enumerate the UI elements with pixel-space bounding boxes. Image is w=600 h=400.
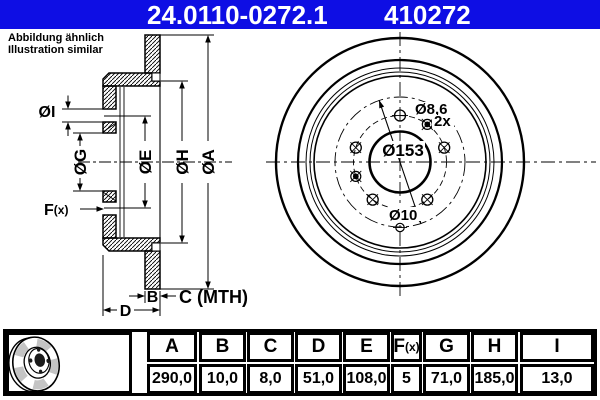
table-header-7: H — [471, 332, 518, 362]
table-value-3: 51,0 — [295, 364, 342, 394]
table-header-1: B — [199, 332, 246, 362]
dim-dia-e — [104, 115, 151, 209]
table-value-4: 108,0 — [343, 364, 390, 394]
wear-groove-top — [151, 72, 161, 82]
table-value-2: 8,0 — [247, 364, 294, 394]
table-value-0: 290,0 — [147, 364, 197, 394]
table-header-label: D — [311, 336, 326, 357]
table-value-6: 71,0 — [423, 364, 470, 394]
wear-groove-bottom — [151, 242, 161, 252]
small-hole — [393, 222, 407, 233]
table-header-8: I — [520, 332, 594, 362]
note-line-en: Illustration similar — [8, 44, 103, 56]
table-header-label: C — [263, 336, 278, 357]
bolt-holes — [349, 109, 451, 206]
table-header-label: A — [165, 336, 179, 357]
note-line-de: Abbildung ähnlich — [8, 32, 104, 44]
label-dia-g: ØG — [71, 149, 90, 175]
dim-d — [102, 255, 161, 316]
part-number: 24.0110-0272.1 — [147, 0, 328, 30]
label-fx: F(x) — [44, 202, 68, 219]
table-value-1: 10,0 — [199, 364, 246, 394]
table-header-label-sub: (x) — [404, 340, 420, 354]
table-header-label: F — [393, 336, 405, 357]
table-header-2: C — [247, 332, 294, 362]
header-bar: 24.0110-0272.1 410272 — [0, 0, 600, 30]
dim-dia-i — [62, 95, 103, 136]
table-header-0: A — [147, 332, 197, 362]
label-c-mth: C (MTH) — [179, 287, 248, 307]
dim-dia-a — [160, 34, 214, 290]
table-header-5: F(x) — [391, 332, 422, 362]
outer-diameter-circle — [274, 36, 526, 288]
label-pin-hole-dia: Ø8,6 — [415, 101, 448, 118]
table-header-label: E — [360, 336, 373, 357]
table-header-label: B — [215, 336, 230, 357]
table-value-5: 5 — [391, 364, 422, 394]
center-bore-circle — [368, 130, 432, 194]
section-view: ØI ØG F(x) ØE — [39, 34, 248, 320]
table-header-label: G — [439, 336, 454, 357]
label-dia-e: ØE — [136, 150, 155, 175]
dim-dia-g — [73, 132, 103, 192]
hat-edge-circle — [313, 75, 487, 249]
table-header-6: G — [423, 332, 470, 362]
table-header-label: H — [487, 336, 502, 357]
table-value-8: 13,0 — [520, 364, 594, 394]
label-small-hole-dia: Ø10 — [389, 207, 417, 224]
label-pin-hole-count: 2x — [434, 113, 451, 130]
label-dia-a: ØA — [199, 149, 218, 175]
similarity-note: Abbildung ähnlich Illustration similar — [8, 32, 104, 56]
dim-b — [129, 291, 176, 303]
label-dia-h: ØH — [173, 149, 192, 175]
pin-holes — [349, 118, 434, 183]
table-header-label: I — [554, 336, 560, 357]
dia-153-circle — [334, 96, 466, 228]
label-b: B — [147, 289, 159, 306]
friction-edge-circle — [296, 58, 504, 266]
label-pitch-dia: Ø153 — [382, 141, 424, 160]
table-value-7: 185,0 — [471, 364, 518, 394]
dim-dia-h — [161, 80, 188, 244]
label-dia-i: ØI — [39, 104, 56, 121]
technical-drawing: ØI ØG F(x) ØE — [39, 32, 596, 320]
table-header-4: E — [343, 332, 390, 362]
table-header-3: D — [295, 332, 342, 362]
label-d: D — [120, 303, 132, 320]
reference-number: 410272 — [384, 0, 471, 30]
dim-fx — [80, 206, 104, 212]
front-view: Ø8,6 2x Ø153 Ø10 — [266, 32, 596, 298]
product-thumbnail — [8, 336, 60, 393]
